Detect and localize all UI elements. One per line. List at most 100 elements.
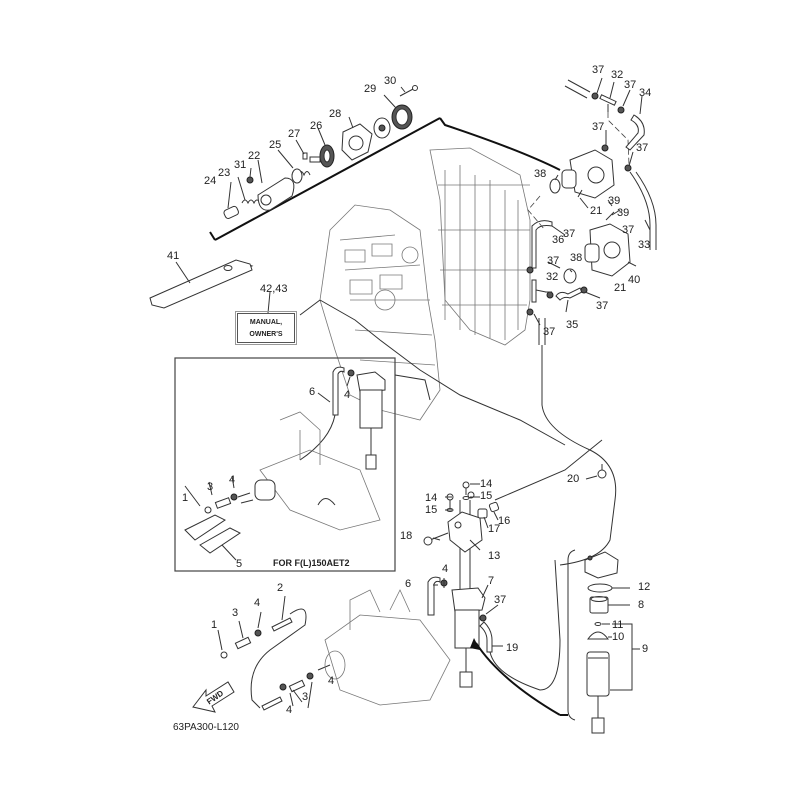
part-33-hose xyxy=(629,171,657,250)
callout-30: 30 xyxy=(384,75,397,87)
inset-callout-5: 5 xyxy=(236,558,243,570)
callout-39: 39 xyxy=(617,207,630,219)
callout-2: 2 xyxy=(277,582,284,594)
part-34-hose xyxy=(625,114,645,151)
callout-36: 36 xyxy=(552,234,565,246)
callout-42-43: 42,43 xyxy=(260,283,288,295)
part-6-hose xyxy=(427,576,441,616)
callout-37: 37 xyxy=(563,228,576,240)
manual-leader xyxy=(267,291,271,314)
part-38-o-ring xyxy=(549,178,561,194)
flow-arrow xyxy=(475,642,561,716)
part-11 xyxy=(594,622,602,626)
callout-7: 7 xyxy=(488,575,495,587)
group-bracket-line xyxy=(214,117,441,241)
part-12-o-ring xyxy=(587,583,613,593)
part-13-bracket xyxy=(447,511,483,553)
hose-fittings-group xyxy=(192,589,451,713)
part-17 xyxy=(477,508,488,519)
callout-23: 23 xyxy=(218,167,231,179)
callout-26: 26 xyxy=(310,120,323,132)
callout-37: 37 xyxy=(622,224,635,236)
inset-callout-3: 3 xyxy=(207,481,214,493)
inset-filter-head xyxy=(356,371,386,393)
callout-1: 1 xyxy=(211,619,218,631)
water-separator-pump-group xyxy=(209,85,561,241)
bolt-14 xyxy=(462,481,470,489)
callout-37: 37 xyxy=(636,142,649,154)
inset-hose-6 xyxy=(332,366,345,416)
callout-4: 4 xyxy=(442,563,449,575)
diagram-code: 63PA300-L120 xyxy=(173,722,239,733)
callout-32: 32 xyxy=(546,271,559,283)
part-36-hose xyxy=(531,220,553,269)
callout-3: 3 xyxy=(302,691,309,703)
callout-19: 19 xyxy=(506,642,519,654)
part-20-clip xyxy=(597,469,607,479)
callout-37: 37 xyxy=(592,121,605,133)
callout-29: 29 xyxy=(364,83,377,95)
callout-20: 20 xyxy=(567,473,580,485)
inset-model-note: FOR F(L)150AET2 xyxy=(273,558,350,568)
callout-22: 22 xyxy=(248,150,261,162)
part-35-hose xyxy=(555,287,583,301)
callout-40: 40 xyxy=(628,274,641,286)
part-19-hose xyxy=(479,621,493,653)
callout-13: 13 xyxy=(488,550,501,562)
fuel-line-main xyxy=(541,345,617,566)
part-32-tee-lower xyxy=(531,279,537,303)
callout-25: 25 xyxy=(269,139,282,151)
part-24-sleeve xyxy=(223,205,239,220)
inset-pointer xyxy=(394,374,431,401)
callout-15: 15 xyxy=(425,504,438,516)
inset-callout-4: 4 xyxy=(344,389,351,401)
callout-37: 37 xyxy=(596,300,609,312)
callout-4: 4 xyxy=(254,597,261,609)
part-16 xyxy=(488,501,500,513)
part-27-pin xyxy=(302,152,308,160)
linkage-line xyxy=(299,299,566,446)
part-7-filter-head xyxy=(451,587,486,613)
callout-37: 37 xyxy=(547,255,560,267)
callout-3: 3 xyxy=(232,607,239,619)
callout-9: 9 xyxy=(642,643,649,655)
callout-14: 14 xyxy=(480,478,493,490)
inset-part-5 xyxy=(184,514,226,541)
callout-37: 37 xyxy=(543,326,556,338)
callout-12: 12 xyxy=(638,581,651,593)
clamp-37 xyxy=(617,106,625,114)
fuel-filter-group xyxy=(423,439,607,716)
callout-6: 6 xyxy=(405,578,412,590)
part-41-cover xyxy=(149,259,254,309)
callout-16: 16 xyxy=(498,515,511,527)
callout-10: 10 xyxy=(612,631,625,643)
callout-38: 38 xyxy=(534,168,547,180)
part-2-hose xyxy=(271,617,293,632)
inset-callout-1: 1 xyxy=(182,492,189,504)
part-22-housing xyxy=(257,177,295,211)
part-10 xyxy=(587,631,609,640)
inset-filter-bowl xyxy=(359,389,383,429)
inset-box xyxy=(174,357,396,572)
callout-37: 37 xyxy=(494,594,507,606)
inset-parts xyxy=(184,366,386,561)
filter-head xyxy=(584,551,619,579)
callout-18: 18 xyxy=(400,530,413,542)
manual-line-1: MANUAL, xyxy=(249,319,283,326)
part-1 xyxy=(220,651,228,659)
filter-element-group xyxy=(560,549,640,734)
callout-34: 34 xyxy=(639,87,652,99)
fwd-arrow-icon xyxy=(192,681,235,713)
callout-31: 31 xyxy=(234,159,247,171)
callout-15: 15 xyxy=(480,490,493,502)
callout-32: 32 xyxy=(611,69,624,81)
callout-24: 24 xyxy=(204,175,217,187)
callout-4: 4 xyxy=(286,704,293,716)
callout-14: 14 xyxy=(425,492,438,504)
manual-owners-box: MANUAL, OWNER'S xyxy=(235,311,297,345)
part-32-tee xyxy=(599,94,617,106)
callout-11: 11 xyxy=(612,619,624,631)
callout-39: 39 xyxy=(608,195,621,207)
callout-17: 17 xyxy=(488,523,501,535)
callout-8: 8 xyxy=(638,599,645,611)
